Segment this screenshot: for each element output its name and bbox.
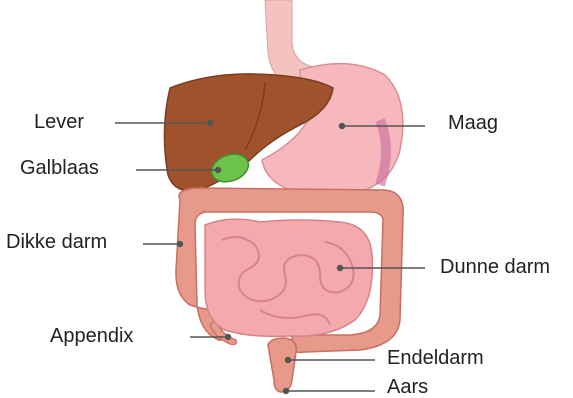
- label-dikke-darm: Dikke darm: [6, 232, 107, 252]
- label-appendix: Appendix: [50, 326, 133, 346]
- label-dunne-darm: Dunne darm: [440, 257, 550, 277]
- label-endeldarm: Endeldarm: [387, 348, 484, 368]
- rectum: [268, 338, 296, 392]
- label-lever: Lever: [34, 112, 84, 132]
- label-maag: Maag: [448, 113, 498, 133]
- label-aars: Aars: [387, 377, 428, 397]
- label-galblaas: Galblaas: [20, 158, 99, 178]
